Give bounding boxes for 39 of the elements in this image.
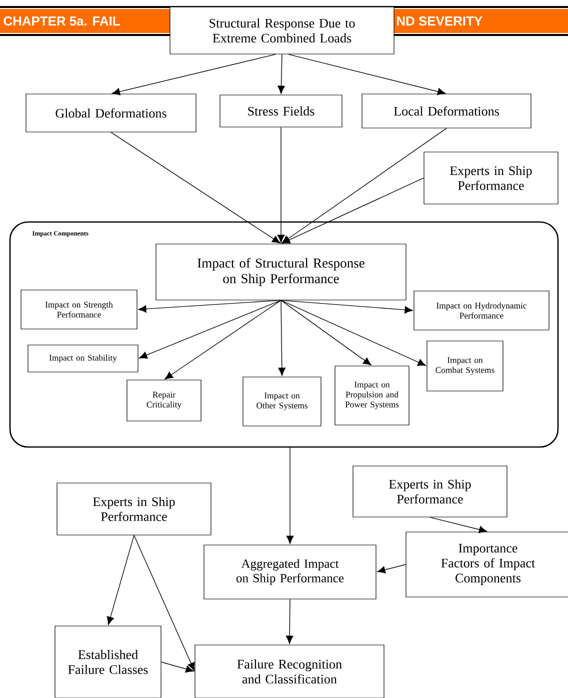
process-box: Local Deformations [362,94,532,128]
arrow [377,564,406,574]
process-box: Impact on Other Systems [242,376,322,426]
arrow [288,54,446,96]
arrow [138,300,282,313]
process-box: Impact on Hydrodynamic Performance [414,290,550,330]
process-box: Structural Response Due to Extreme Combined Loads [170,6,394,54]
process-box: Global Deformations [26,94,196,132]
arrow [160,662,194,673]
arrow [106,534,134,625]
arrow [134,534,195,671]
arrow [286,598,294,644]
process-box: Impact on Strength Performance [20,290,138,330]
arrow [280,300,413,314]
arrow [277,126,285,243]
header-title: CHAPTER 5a. FAIL [4,16,120,26]
arrow [278,54,285,94]
process-box: Importance Factors of Impact Components [406,532,568,598]
arrow [278,300,286,376]
process-box: Impact on Combat Systems [426,340,504,392]
process-box: Experts in Ship Performance [352,466,508,518]
arrow [139,300,282,359]
arrow [286,447,294,544]
process-box: Impact on Stability [28,344,138,372]
arrow [164,300,282,380]
process-box: Stress Fields [220,94,342,128]
arrow [280,300,426,366]
process-box: Experts in Ship Performance [424,152,558,204]
arrow [280,300,372,366]
process-box: Aggregated Impact on Ship Performance [204,544,376,600]
process-box: Repair Criticality [126,380,202,422]
process-box: Impact of Structural Response on Ship Performance [156,244,406,300]
process-box: Impact on Propulsion and Power Systems [334,366,410,426]
process-box: Established Failure Classes [54,626,162,698]
arrow [112,54,276,96]
process-box: Experts in Ship Performance [56,482,212,536]
arrow [110,132,280,244]
arrow [282,178,424,244]
process-box: Failure Recognition and Classification [194,644,384,698]
